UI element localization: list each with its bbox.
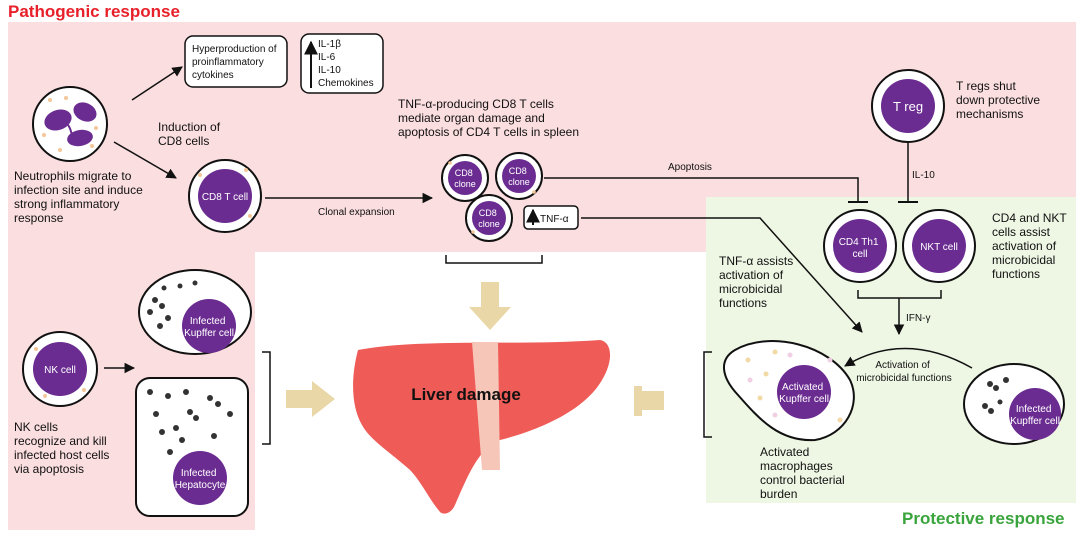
tan-arrow-down [469,282,511,330]
tnf-cd8-note: TNF-α-producing CD8 T cells mediate orga… [398,97,579,139]
activation-note: Activation of microbicidal functions [856,360,952,384]
activated-kupffer-label: Activated Kupffer cell [779,382,829,405]
nk-cell-label: NK cell [44,365,76,376]
tan-arrow-left [634,386,664,416]
tnf-assist-note: TNF-α assists activation of microbicidal… [719,254,797,310]
cd4-th1-label: CD4 Th1 cell [839,237,882,260]
apoptosis-inhibit-line [544,177,859,202]
treg-label: T reg [893,99,923,114]
induction-note: Induction of CD8 cells [158,120,223,148]
apoptosis-label: Apoptosis [668,162,712,173]
hyperproduction-box [184,35,288,88]
infected-kupffer-right-label: Infected Kupffer cell [1010,404,1060,427]
ifn-gamma-label: IFN-γ [906,313,930,324]
cd8-clone-1: CD8 clone [441,154,489,202]
cytokine-box [300,33,384,94]
treg-note: T regs shut down protective mechanisms [956,79,1043,121]
liver-damage-label: Liver damage [411,385,521,404]
cd8-clone-3: CD8 clone [465,194,513,242]
clone-bracket [445,255,543,264]
tan-arrow-right [286,381,335,417]
neutrophil-note: Neutrophils migrate to infection site an… [14,169,146,225]
infected-hepatocyte: Infected Hepatocyte [135,377,249,517]
cytokine-list: IL-1β IL-6 IL-10 Chemokines [318,39,374,89]
cd8-t-cell-label: CD8 T cell [202,192,248,203]
liver: Liver damage [353,340,611,514]
nkt-cell-label: NKT cell [920,242,958,253]
protective-heading: Protective response [902,509,1065,528]
infected-kupffer-cell-left: Infected Kupffer cell [138,269,252,355]
tnf-to-macrophage-arrow [581,217,863,333]
neutrophil [32,86,108,162]
infected-hepatocyte-label: Infected Hepatocyte [175,468,226,491]
nk-cell: NK cell [22,331,98,407]
il10-label: IL-10 [912,170,935,181]
neutrophil-to-cd8-arrow [113,141,177,179]
activation-arrow [844,347,973,369]
nkt-cell: NKT cell [902,209,976,283]
hyperproduction-text: Hyperproduction of proinflammatory cytok… [192,44,279,81]
infected-kupffer-cell-right: Infected Kupffer cell [963,363,1065,445]
infected-kupffer-left-label: Infected Kupffer cell [184,316,234,339]
tnf-alpha-label: TNF-α [540,214,569,225]
treg-cell: T reg [871,69,945,143]
nk-note: NK cells recognize and kill infected hos… [14,420,113,476]
cd8-t-cell: CD8 T cell [188,159,262,233]
cd8-clone-2: CD8 clone [495,152,543,200]
cd4-th1-cell: CD4 Th1 cell [823,209,897,283]
cd4-nkt-note: CD4 and NKT cells assist activation of m… [992,211,1070,281]
cd8-clone-2-label: CD8 clone [508,166,530,187]
pathogenic-heading: Pathogenic response [8,2,180,21]
neutrophil-to-cytokines-arrow [131,66,183,101]
cd8-clone-3-label: CD8 clone [478,208,500,229]
pathogenic-background [8,22,1076,530]
protective-bracket [703,351,712,438]
cd8-clone-1-label: CD8 clone [454,168,476,189]
clonal-expansion-label: Clonal expansion [318,207,395,218]
activated-macrophages-note: Activated macrophages control bacterial … [760,445,848,501]
activated-kupffer-cell: Activated Kupffer cell [723,340,855,442]
nk-targets-bracket [262,351,271,445]
